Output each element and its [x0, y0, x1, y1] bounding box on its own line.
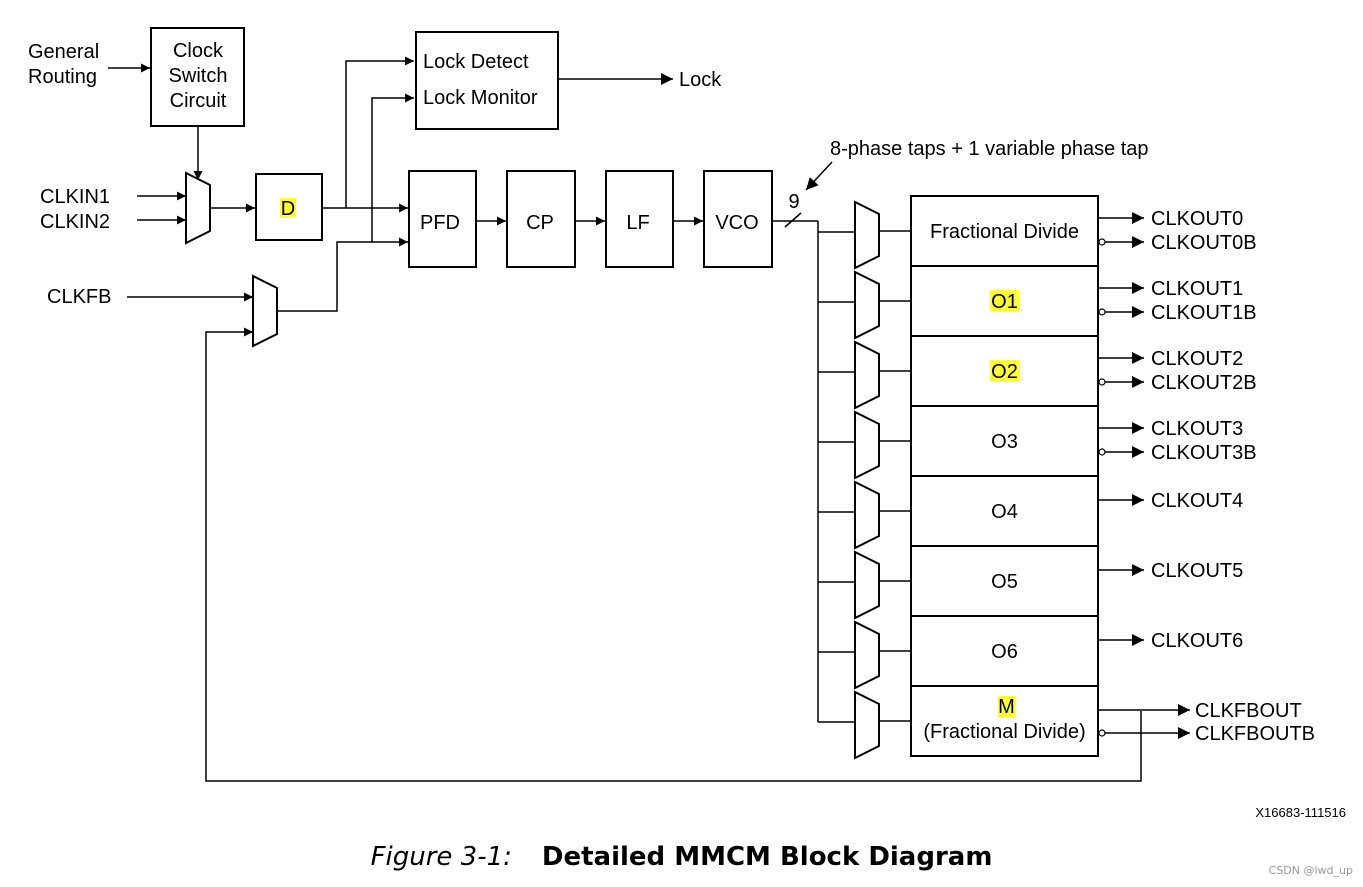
- d-to-lock-detect-arrow: [345, 56, 414, 208]
- figure-id: X16683-111516: [1255, 805, 1346, 820]
- svg-text:Routing: Routing: [28, 66, 97, 88]
- divider-highlight: [989, 290, 1020, 311]
- phase-taps-note: 8-phase taps + 1 variable phase tap: [830, 138, 1149, 160]
- divider-label: Fractional Divide: [930, 221, 1079, 243]
- phase-mux: [854, 340, 880, 410]
- inverter-bubble: [1098, 238, 1106, 246]
- m-label: M: [998, 696, 1015, 718]
- output-label: CLKOUT2B: [1151, 372, 1257, 394]
- cp-label: CP: [526, 212, 554, 234]
- inverter-bubble: [1098, 729, 1106, 737]
- caption-title: Detailed MMCM Block Diagram: [541, 842, 993, 872]
- phase-mux: [854, 620, 880, 690]
- output-label: CLKOUT4: [1151, 490, 1243, 512]
- divider-label: O5: [991, 571, 1018, 593]
- inverter-bubble: [1098, 378, 1106, 386]
- general-routing-label: General Routing: [28, 41, 99, 88]
- divider-box: [910, 545, 1099, 617]
- output-label: CLKFBOUT: [1195, 700, 1302, 722]
- svg-text:Switch: Switch: [169, 65, 228, 87]
- d-divider-block: [255, 173, 323, 241]
- cp-block: [506, 170, 576, 268]
- divider-column: Fractional DivideCLKOUT0CLKOUT0BO1CLKOUT…: [818, 195, 1315, 760]
- output-label: CLKFBOUTB: [1195, 723, 1315, 745]
- pfd-label: PFD: [420, 212, 460, 234]
- bus-slash: [784, 212, 802, 228]
- caption-number: Figure 3-1:: [370, 842, 512, 872]
- lf-block: [605, 170, 674, 268]
- d-label: D: [281, 198, 295, 220]
- divider-label: O1: [991, 291, 1018, 313]
- feedback-return-path: [205, 327, 1142, 782]
- divider-label: O4: [991, 501, 1018, 523]
- lock-output-label: Lock: [679, 69, 722, 91]
- svg-text:Circuit: Circuit: [170, 90, 227, 112]
- phase-mux: [854, 690, 880, 760]
- lock-monitor-label: Lock Monitor: [423, 87, 538, 109]
- bus-width-label: 9: [788, 191, 799, 213]
- inverter-bubble: [1098, 448, 1106, 456]
- output-label: CLKOUT3: [1151, 418, 1243, 440]
- divider-highlight: [989, 360, 1020, 381]
- phase-mux: [854, 270, 880, 340]
- phase-mux: [854, 550, 880, 620]
- vco-block: [703, 170, 773, 268]
- clkin-mux: [185, 171, 211, 245]
- m-highlight: [997, 696, 1016, 717]
- phase-mux: [854, 200, 880, 270]
- pfd-block: [408, 170, 477, 268]
- divider-label: O3: [991, 431, 1018, 453]
- divider-box: [910, 405, 1099, 477]
- output-label: CLKOUT0: [1151, 208, 1243, 230]
- svg-text:Clock: Clock: [173, 40, 224, 62]
- divider-label: O2: [991, 361, 1018, 383]
- lock-detect-label: Lock Detect: [423, 51, 529, 73]
- clkin1-label: CLKIN1: [40, 186, 110, 208]
- feedback-mux: [252, 274, 278, 348]
- lf-label: LF: [626, 212, 649, 234]
- output-label: CLKOUT3B: [1151, 442, 1257, 464]
- clock-switch-label: Clock Switch Circuit: [169, 40, 228, 112]
- svg-text:General: General: [28, 41, 99, 63]
- clkfb-label: CLKFB: [47, 286, 111, 308]
- divider-box: [910, 615, 1099, 687]
- output-label: CLKOUT1: [1151, 278, 1243, 300]
- divider-box: [910, 335, 1099, 407]
- vco-label: VCO: [715, 212, 758, 234]
- lock-detect-block: [415, 31, 559, 130]
- phase-mux: [854, 480, 880, 550]
- phase-note-arrow: [805, 161, 833, 191]
- output-label: CLKOUT6: [1151, 630, 1243, 652]
- inverter-bubble: [1098, 308, 1106, 316]
- fb-to-pfd-arrow: [277, 237, 408, 312]
- output-label: CLKOUT0B: [1151, 232, 1257, 254]
- clkin2-label: CLKIN2: [40, 211, 110, 233]
- fb-to-lock-monitor-arrow: [371, 93, 414, 242]
- phase-mux: [854, 410, 880, 480]
- watermark: CSDN @lwd_up: [1268, 864, 1353, 877]
- d-highlight: [280, 198, 296, 218]
- output-label: CLKOUT1B: [1151, 302, 1257, 324]
- output-label: CLKOUT5: [1151, 560, 1243, 582]
- m-sublabel: (Fractional Divide): [923, 721, 1085, 743]
- divider-label: O6: [991, 641, 1018, 663]
- figure-caption: Figure 3-1: Detailed MMCM Block Diagram: [0, 842, 1363, 872]
- output-label: CLKOUT2: [1151, 348, 1243, 370]
